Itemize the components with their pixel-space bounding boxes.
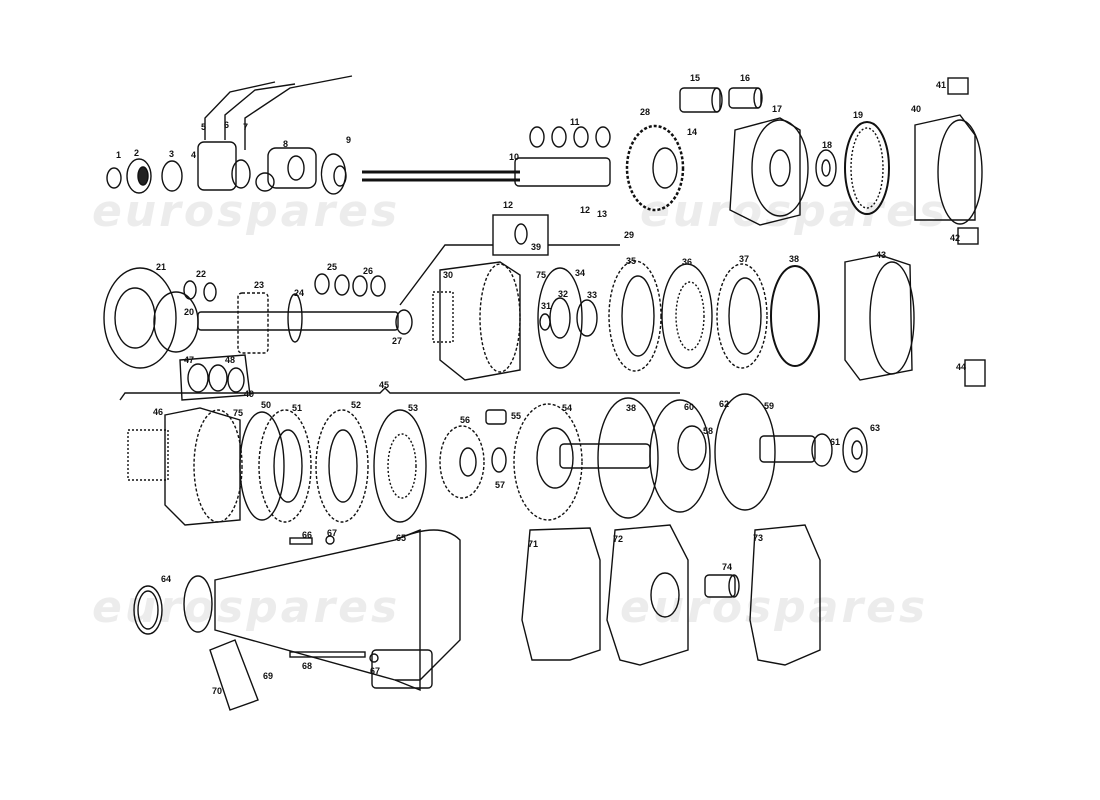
part-label-12a[interactable]: 12 xyxy=(503,200,514,210)
part-label-32[interactable]: 32 xyxy=(558,289,569,299)
part-label-34[interactable]: 34 xyxy=(575,268,586,278)
part-label-61[interactable]: 61 xyxy=(830,437,841,447)
part-label-43[interactable]: 43 xyxy=(876,250,887,260)
part-label-16[interactable]: 16 xyxy=(740,73,751,83)
part-label-39[interactable]: 39 xyxy=(531,242,542,252)
part-label-22[interactable]: 22 xyxy=(196,269,207,279)
part-label-29[interactable]: 29 xyxy=(624,230,635,240)
part-label-3[interactable]: 3 xyxy=(169,149,175,159)
part-label-67a[interactable]: 67 xyxy=(327,528,338,538)
part-label-40[interactable]: 40 xyxy=(911,104,922,114)
part-label-20[interactable]: 20 xyxy=(184,307,195,317)
part-label-55[interactable]: 55 xyxy=(511,411,522,421)
part-label-13[interactable]: 13 xyxy=(597,209,608,219)
part-label-37[interactable]: 37 xyxy=(739,254,750,264)
part-label-25[interactable]: 25 xyxy=(327,262,338,272)
part-label-12b[interactable]: 12 xyxy=(580,205,591,215)
row2-parts xyxy=(103,214,986,401)
part-label-73[interactable]: 73 xyxy=(753,533,764,543)
part-label-68[interactable]: 68 xyxy=(302,661,313,671)
part-label-74[interactable]: 74 xyxy=(722,562,733,572)
row4-parts xyxy=(133,524,821,711)
part-label-36[interactable]: 36 xyxy=(682,257,693,267)
part-label-4[interactable]: 4 xyxy=(191,150,197,160)
part-label-70[interactable]: 70 xyxy=(212,686,223,696)
row3-parts xyxy=(127,393,868,526)
part-label-53[interactable]: 53 xyxy=(408,403,419,413)
part-label-7[interactable]: 7 xyxy=(243,122,249,132)
part-label-54[interactable]: 54 xyxy=(562,403,573,413)
part-label-9[interactable]: 9 xyxy=(346,135,352,145)
part-label-10[interactable]: 10 xyxy=(509,152,520,162)
part-label-63[interactable]: 63 xyxy=(870,423,881,433)
part-label-52[interactable]: 52 xyxy=(351,400,362,410)
part-label-6[interactable]: 6 xyxy=(224,120,230,130)
part-label-8[interactable]: 8 xyxy=(283,139,289,149)
part-label-38b[interactable]: 38 xyxy=(626,403,637,413)
part-label-17[interactable]: 17 xyxy=(772,104,783,114)
part-label-59[interactable]: 59 xyxy=(764,401,775,411)
part-label-30[interactable]: 30 xyxy=(443,270,454,280)
part-label-2[interactable]: 2 xyxy=(134,148,140,158)
part-label-14[interactable]: 14 xyxy=(687,127,698,137)
part-label-62[interactable]: 62 xyxy=(719,399,730,409)
part-label-69[interactable]: 69 xyxy=(263,671,274,681)
part-label-66[interactable]: 66 xyxy=(302,530,313,540)
part-label-67b[interactable]: 67 xyxy=(370,666,381,676)
part-label-72[interactable]: 72 xyxy=(613,534,624,544)
part-label-23[interactable]: 23 xyxy=(254,280,265,290)
part-label-38a[interactable]: 38 xyxy=(789,254,800,264)
part-label-44[interactable]: 44 xyxy=(956,362,967,372)
part-label-27[interactable]: 27 xyxy=(392,336,403,346)
part-label-26[interactable]: 26 xyxy=(363,266,374,276)
part-label-5[interactable]: 5 xyxy=(201,122,207,132)
part-label-35[interactable]: 35 xyxy=(626,256,637,266)
part-label-24[interactable]: 24 xyxy=(294,288,305,298)
part-label-47[interactable]: 47 xyxy=(184,355,195,365)
part-label-42[interactable]: 42 xyxy=(950,233,961,243)
part-label-65[interactable]: 65 xyxy=(396,533,407,543)
part-label-75b[interactable]: 75 xyxy=(233,408,244,418)
part-label-33[interactable]: 33 xyxy=(587,290,598,300)
part-label-60[interactable]: 60 xyxy=(684,402,695,412)
part-label-31[interactable]: 31 xyxy=(541,301,552,311)
part-label-71[interactable]: 71 xyxy=(528,539,539,549)
part-label-46[interactable]: 46 xyxy=(153,407,164,417)
part-label-58[interactable]: 58 xyxy=(703,426,714,436)
part-label-56[interactable]: 56 xyxy=(460,415,471,425)
part-label-41[interactable]: 41 xyxy=(936,80,947,90)
part-label-11[interactable]: 11 xyxy=(570,117,580,127)
row1-parts xyxy=(106,75,983,245)
part-label-57[interactable]: 57 xyxy=(495,480,506,490)
part-label-28[interactable]: 28 xyxy=(640,107,651,117)
part-label-1[interactable]: 1 xyxy=(116,150,122,160)
part-label-19[interactable]: 19 xyxy=(853,110,864,120)
part-label-51[interactable]: 51 xyxy=(292,403,303,413)
part-label-50[interactable]: 50 xyxy=(261,400,272,410)
part-label-48[interactable]: 48 xyxy=(225,355,236,365)
part-label-49[interactable]: 49 xyxy=(244,389,255,399)
part-label-64[interactable]: 64 xyxy=(161,574,172,584)
part-label-15[interactable]: 15 xyxy=(690,73,701,83)
part-label-45[interactable]: 45 xyxy=(379,380,390,390)
part-label-21[interactable]: 21 xyxy=(156,262,167,272)
part-label-18[interactable]: 18 xyxy=(822,140,833,150)
part-label-75a[interactable]: 75 xyxy=(536,270,547,280)
